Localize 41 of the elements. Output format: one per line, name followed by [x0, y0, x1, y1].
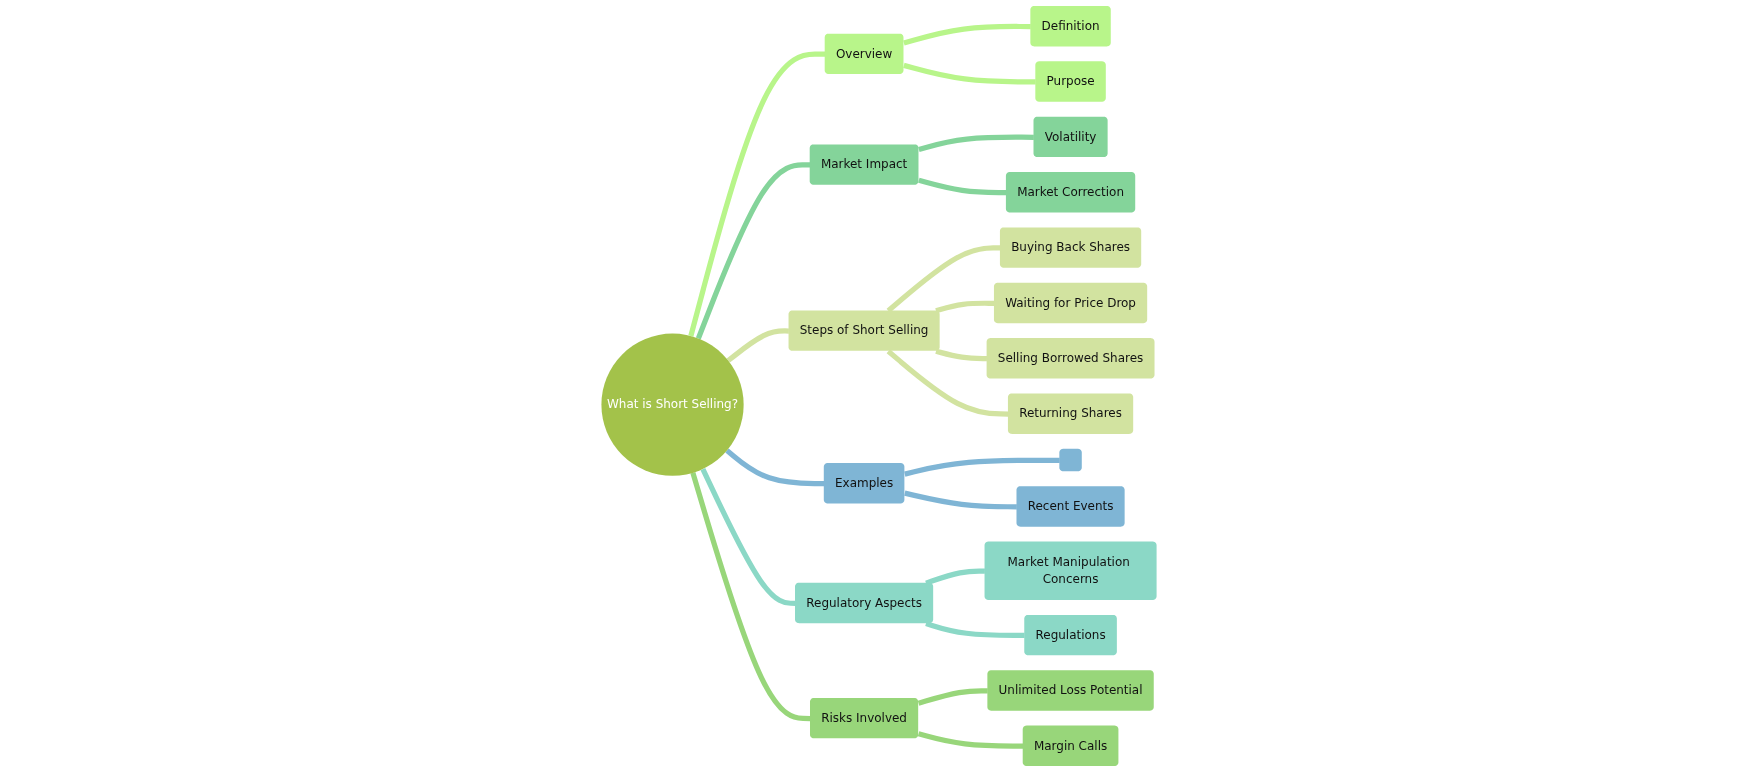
connector	[925, 568, 985, 586]
connector	[904, 490, 1017, 510]
node-box: Market Manipulation Concerns	[984, 541, 1157, 600]
node-box	[1059, 448, 1082, 472]
node-box: Returning Shares	[1007, 393, 1134, 434]
connector	[886, 245, 1001, 313]
node-box: Recent Events	[1016, 486, 1125, 527]
connector	[726, 328, 789, 363]
connector	[690, 472, 811, 722]
connector	[918, 134, 1034, 153]
node-box: Waiting for Price Drop	[993, 282, 1148, 324]
connector	[886, 349, 1009, 417]
node-box: Market Correction	[1005, 172, 1136, 213]
connector	[904, 457, 1060, 477]
node-box: Overview	[824, 33, 904, 75]
node-box: Unlimited Loss Potential	[987, 670, 1154, 711]
connector	[917, 688, 988, 706]
node-box: Purpose	[1035, 61, 1106, 102]
connector	[925, 621, 1025, 639]
node-box: Risks Involved	[810, 697, 919, 739]
node-box: Regulatory Aspects	[795, 582, 934, 624]
node-box: Volatility	[1033, 116, 1108, 158]
node-box: Buying Back Shares	[999, 227, 1142, 268]
connector	[918, 177, 1007, 196]
connector	[935, 348, 987, 362]
connector	[688, 51, 826, 337]
connector	[903, 62, 1036, 85]
connector	[725, 448, 825, 487]
node-box: Regulations	[1024, 614, 1117, 656]
node-box: Definition	[1030, 6, 1111, 47]
connector	[903, 23, 1031, 46]
node-box: Examples	[823, 463, 905, 504]
connector	[935, 300, 995, 314]
node-box: Margin Calls	[1022, 725, 1119, 766]
connector	[917, 731, 1024, 749]
node-box: Selling Borrowed Shares	[986, 338, 1155, 379]
connector	[700, 467, 796, 606]
connector	[695, 162, 811, 340]
node-box: Steps of Short Selling	[788, 310, 940, 351]
node-box: Market Impact	[809, 144, 919, 185]
node-circle: What is Short Selling?	[601, 333, 744, 476]
